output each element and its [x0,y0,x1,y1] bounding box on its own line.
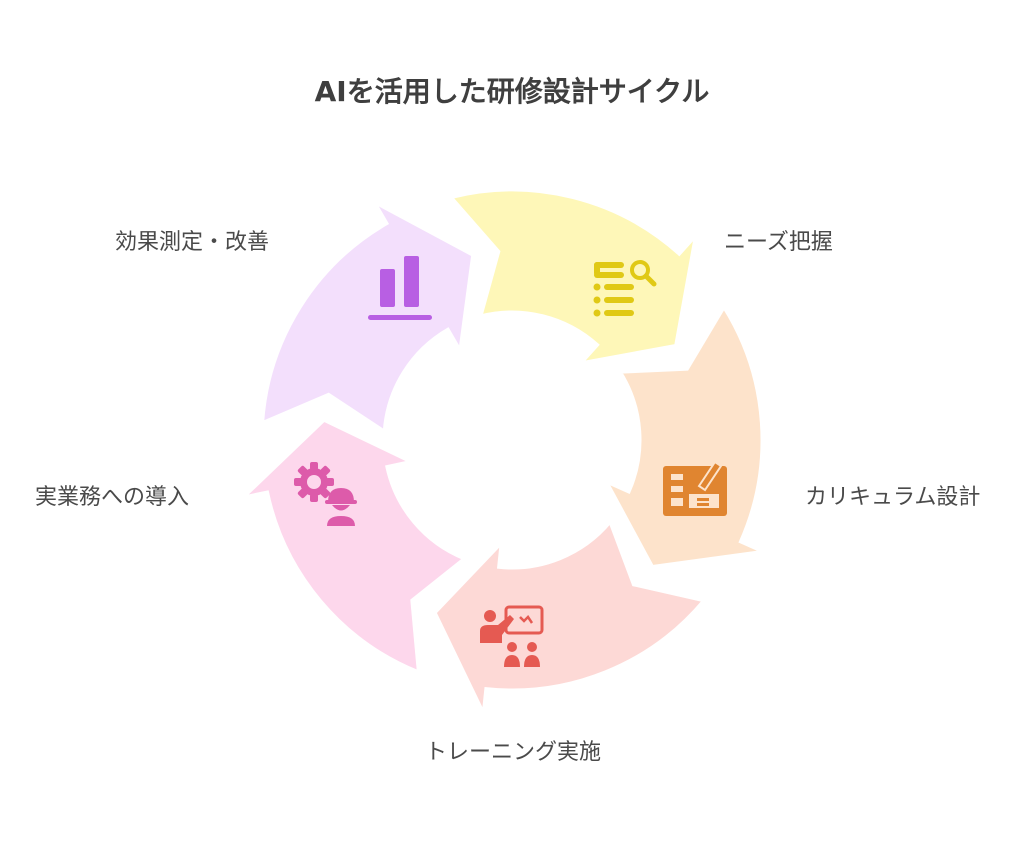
curriculum-edit-icon [663,460,727,516]
step-label-evaluation: 効果測定・改善 [115,230,270,255]
bar-chart-icon [368,256,432,320]
diagram-title: AIを活用した研修設計サイクル [314,75,710,108]
arrow-segment-evaluation [260,198,475,434]
arrow-segment-needs [448,188,698,365]
gear-worker-icon [294,462,357,526]
step-label-training: トレーニング実施 [424,740,601,765]
step-label-deployment: 実業務への導入 [35,485,190,510]
step-label-curriculum: カリキュラム設計 [805,485,981,510]
list-search-icon [593,260,657,317]
arrow-segment-training [433,519,707,718]
step-label-needs: ニーズ把握 [724,230,833,255]
arrow-segment-deployment [239,418,467,675]
presentation-training-icon [480,605,544,667]
